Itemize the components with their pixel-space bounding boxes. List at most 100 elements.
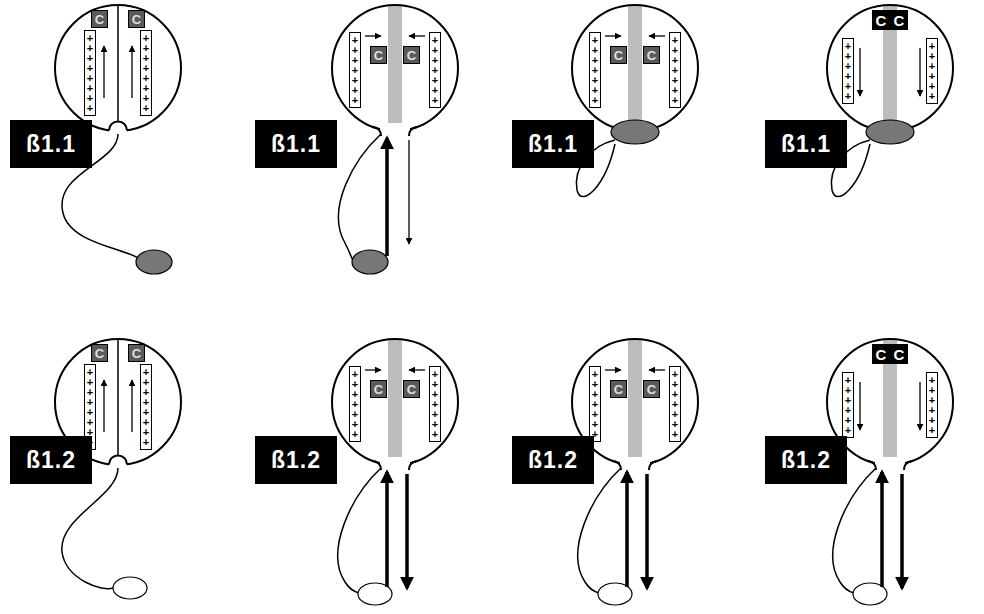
- charge-strip: + + + + + +: [926, 38, 938, 104]
- movement-arrow: [103, 380, 104, 432]
- inactivation-ball: [113, 577, 147, 599]
- movement-arrow: [649, 369, 665, 370]
- c-letter: C: [374, 383, 383, 396]
- channel-body: [827, 5, 953, 131]
- open-channel: [332, 339, 458, 605]
- movement-arrow: [409, 35, 425, 36]
- charge-strip: + + + + + + +: [349, 366, 361, 442]
- charge-signs: + + + + + + +: [350, 369, 360, 439]
- charge-signs: + + + + + + +: [430, 35, 440, 105]
- closed-pore: [117, 5, 119, 122]
- movement-arrow: [605, 35, 621, 36]
- charge-strip: + + + + + + +: [589, 32, 601, 108]
- open-pore: [628, 5, 642, 131]
- charge-signs: + + + + + +: [927, 41, 937, 101]
- tether: [338, 134, 381, 260]
- charge-signs: + + + + + +: [927, 375, 937, 435]
- movement-arrow: [131, 46, 132, 98]
- c-terminus-box: C: [643, 46, 660, 64]
- inactivation-ball: [136, 250, 172, 274]
- ion-flow-arrow: [405, 474, 409, 588]
- open-channel: [332, 5, 458, 274]
- c-letter: C: [95, 13, 104, 26]
- c-terminus-box: C: [403, 380, 420, 398]
- inactivation-ball: [352, 250, 388, 274]
- movement-arrow: [103, 46, 104, 98]
- notch-gap: [109, 459, 127, 468]
- tether: [578, 468, 621, 593]
- c-terminus-box: C: [128, 10, 145, 28]
- charge-signs: + + + + + + + +: [141, 33, 151, 113]
- c-letter: C: [407, 383, 416, 396]
- charge-signs: + + + + + + +: [670, 35, 680, 105]
- c-letter: C: [894, 13, 905, 28]
- tether: [338, 468, 381, 593]
- movement-arrow: [919, 48, 920, 96]
- subunit-name: ß1.2: [271, 447, 321, 474]
- c-letter: C: [95, 347, 104, 360]
- charge-strip: + + + + + + +: [349, 32, 361, 108]
- channel-outline: [332, 339, 458, 465]
- charge-signs: + + + + + + +: [590, 369, 600, 439]
- pore-mouth: [875, 457, 905, 469]
- tether: [833, 468, 876, 593]
- channel-body: [55, 5, 181, 131]
- c-letter: C: [894, 347, 905, 362]
- charge-signs: + + + + + +: [843, 41, 853, 101]
- subunit-name: ß1.1: [528, 131, 578, 158]
- ion-flow-arrow: [385, 138, 389, 256]
- c-letter: C: [614, 49, 623, 62]
- c-letter: C: [647, 383, 656, 396]
- c-letter: C: [374, 49, 383, 62]
- tether: [62, 468, 118, 589]
- ion-flow-arrow: [408, 140, 409, 244]
- pore-notch: [109, 121, 127, 130]
- channel-body: [572, 5, 698, 131]
- c-letter: C: [407, 49, 416, 62]
- inactivation-ball: [611, 120, 659, 144]
- ion-flow-arrow: [625, 472, 629, 587]
- charge-signs: + + + + + + +: [430, 369, 440, 439]
- movement-arrow: [365, 35, 381, 36]
- pore-mouth: [620, 457, 650, 469]
- channel-outline: [572, 5, 698, 131]
- c-terminus-box: C: [91, 344, 108, 362]
- movement-arrow: [649, 35, 665, 36]
- ion-flow-arrow: [645, 474, 649, 588]
- charge-strip: + + + + + + +: [669, 366, 681, 442]
- charge-strip: + + + + + + +: [669, 32, 681, 108]
- closed-pore: [117, 339, 119, 456]
- charge-signs: + + + + + + + +: [141, 367, 151, 447]
- charge-signs: + + + + + + +: [350, 35, 360, 105]
- pore-lips: [613, 461, 657, 470]
- c-terminus-box: C: [890, 10, 908, 30]
- subunit-label: ß1.1: [765, 120, 847, 168]
- pore-lips: [373, 461, 417, 470]
- subunit-label: ß1.1: [512, 120, 594, 168]
- subunit-label: ß1.1: [255, 120, 337, 168]
- movement-arrow: [605, 369, 621, 370]
- charge-signs: + + + + + +: [843, 375, 853, 435]
- movement-arrow: [859, 382, 860, 430]
- charge-signs: + + + + + + + +: [85, 367, 95, 447]
- subunit-name: ß1.2: [781, 447, 831, 474]
- inactivation-ball: [866, 120, 914, 144]
- ion-flow-arrow: [385, 472, 389, 587]
- charge-strip: + + + + + + + +: [84, 30, 96, 116]
- subunit-label: ß1.2: [10, 436, 92, 484]
- charge-strip: + + + + + + +: [589, 366, 601, 442]
- subunit-name: ß1.1: [271, 131, 321, 158]
- c-letter: C: [647, 49, 656, 62]
- charge-signs: + + + + + + + +: [85, 33, 95, 113]
- pore-notch: [109, 455, 127, 464]
- open-pore: [388, 339, 402, 465]
- channel-body: [332, 5, 458, 131]
- charge-strip: + + + + + + + +: [140, 30, 152, 116]
- subunit-label: ß1.1: [10, 120, 92, 168]
- c-terminus-box: C: [128, 344, 145, 362]
- movement-arrow: [365, 369, 381, 370]
- c-terminus-box: C: [610, 46, 627, 64]
- channel-outline: [332, 5, 458, 131]
- c-terminus-box: C: [370, 46, 387, 64]
